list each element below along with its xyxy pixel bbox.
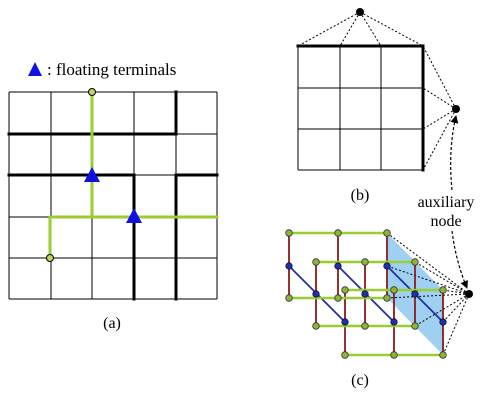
aux-links-right bbox=[422, 45, 457, 171]
panel-b: (b) bbox=[296, 8, 460, 204]
arrow-to-node-b bbox=[450, 115, 459, 191]
grid-a bbox=[7, 90, 219, 301]
green-nodes bbox=[285, 229, 447, 359]
annotation-line1: auxiliary bbox=[418, 194, 475, 211]
aux-links-3d bbox=[386, 232, 470, 356]
border-b bbox=[296, 44, 425, 172]
caption-a: (a) bbox=[103, 315, 121, 332]
legend: : floating terminals bbox=[28, 60, 176, 79]
panel-a: : floating terminals bbox=[7, 60, 219, 332]
auxiliary-node-top bbox=[356, 8, 364, 16]
blue-triangle-icon bbox=[28, 62, 42, 76]
aux-links-top bbox=[297, 11, 424, 47]
caption-c: (c) bbox=[351, 372, 369, 389]
floating-terminal-2 bbox=[126, 208, 142, 223]
route-a bbox=[48, 90, 219, 260]
route-endpoint-top bbox=[88, 88, 96, 96]
route-endpoint-bottom bbox=[46, 254, 54, 262]
blue-nodes bbox=[285, 262, 447, 326]
caption-b: (b) bbox=[351, 187, 370, 204]
legend-text: : floating terminals bbox=[47, 60, 176, 79]
walls-a bbox=[7, 90, 219, 301]
annotation: auxiliary node bbox=[418, 115, 475, 289]
grid-b bbox=[296, 44, 425, 172]
panel-c: (c) bbox=[285, 229, 473, 389]
auxiliary-node-right bbox=[452, 105, 460, 113]
arrow-to-node-c bbox=[451, 230, 468, 289]
floating-terminal-1 bbox=[84, 167, 100, 182]
auxiliary-node-3d bbox=[465, 290, 473, 298]
annotation-line2: node bbox=[430, 213, 461, 230]
